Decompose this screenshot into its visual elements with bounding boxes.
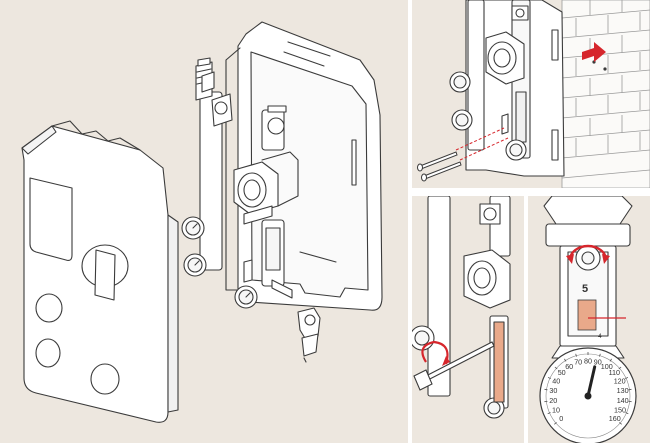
- exploded-assembly-drawing: [21, 21, 383, 423]
- circulation-pump: [233, 151, 299, 225]
- top-nut: [543, 196, 633, 225]
- mounted-unit: [449, 0, 565, 177]
- flow-meter-scale-label: 4: [598, 333, 602, 340]
- top-fitting: [201, 71, 233, 127]
- thermometer-tick: [609, 358, 612, 362]
- thermometer-scale-label: 150: [614, 405, 626, 414]
- pressure-gauges: [181, 216, 258, 309]
- thermometer-needle: [586, 365, 597, 398]
- thermometer-scale-label: 30: [549, 386, 557, 395]
- thermometer-scale-label: 80: [584, 356, 592, 365]
- thermometer-scale-label: 100: [601, 362, 613, 371]
- thermometer-tick: [575, 353, 577, 357]
- thermometer-scale-label: 110: [609, 368, 620, 377]
- thermometer-tick: [625, 377, 629, 380]
- thermometer-scale-label: 20: [549, 396, 557, 405]
- thermometer-tick: [544, 388, 548, 391]
- panel-divider: [408, 0, 412, 443]
- thermometer-scale-label: 0: [559, 414, 563, 423]
- thermometer-scale-label: 140: [617, 396, 629, 405]
- thermometer-tick: [547, 412, 551, 415]
- wall-screws: [417, 151, 462, 182]
- rotate-arrow-icon: [568, 244, 608, 261]
- thermometer-tick: [554, 366, 558, 370]
- panel-exploded-assembly: [0, 0, 408, 443]
- thermometer-scale-label: 50: [558, 368, 566, 377]
- bracket: [243, 259, 253, 283]
- thermometer-tick: [554, 422, 557, 425]
- thermometer-scale-label: 10: [552, 405, 560, 414]
- thermometer-tick: [547, 377, 551, 380]
- thermometer-scale-label: 40: [552, 377, 560, 386]
- thermometer-tick: [599, 353, 601, 357]
- thermometer-tick: [628, 388, 632, 391]
- panel-wall-mounting: [412, 0, 650, 188]
- front-cover: [21, 120, 179, 423]
- flow-meter-digit: 5: [582, 283, 588, 295]
- loose-fitting: [297, 307, 321, 363]
- screwdriver-icon: [413, 341, 495, 391]
- thermometer-tick: [618, 366, 622, 370]
- rotate-arrow-icon: [421, 340, 449, 365]
- thermometer-scale-label: 70: [574, 358, 582, 367]
- thermometer-tick: [619, 422, 622, 425]
- thermometer-scale-label: 60: [565, 362, 573, 371]
- mounting-guides: [455, 127, 509, 161]
- thermometer-scale-label: 90: [594, 358, 602, 367]
- panel-divider: [524, 196, 528, 443]
- pipe-assembly: [195, 57, 293, 299]
- thermometer-tick: [564, 358, 567, 362]
- thermometer-tick: [625, 412, 629, 415]
- flow-indicator-fluid: [577, 299, 597, 331]
- flow-adjustment-drawing: [412, 196, 511, 419]
- arrow-right-icon: [582, 42, 606, 62]
- panel-flow-adjustment: [412, 196, 524, 443]
- brick-wall: [561, 0, 650, 188]
- sight-tube-fluid: [493, 321, 505, 403]
- thermometer-scale-label: 120: [614, 377, 626, 386]
- wall-mounting-drawing: [417, 0, 650, 188]
- thermometer-scale-label: 130: [617, 386, 629, 395]
- thermometer-scale-label: 160: [609, 414, 621, 423]
- panel-divider: [408, 188, 650, 196]
